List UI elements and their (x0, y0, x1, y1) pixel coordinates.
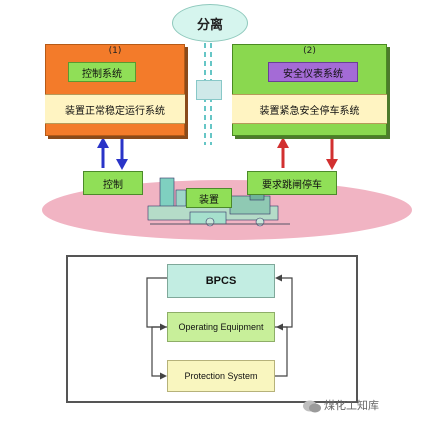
panel-left-number: (1) (108, 46, 122, 56)
operating-equipment-box: Operating Equipment (167, 312, 275, 342)
separation-label: 分离 (172, 4, 248, 42)
plant-illustration (147, 177, 290, 227)
panel-right-number: (2) (303, 46, 316, 56)
watermark-text: 煤化工知库 (324, 399, 379, 412)
emergency-shutdown-box: 装置紧急安全停车系统 (232, 94, 387, 124)
sis-box: 安全仪表系统 (268, 62, 358, 82)
control-system-box: 控制系统 (68, 62, 136, 82)
separation-chip (196, 80, 222, 100)
control-box: 控制 (83, 171, 143, 195)
wechat-icon (302, 398, 322, 413)
stable-operation-box: 装置正常稳定运行系统 (45, 94, 185, 124)
trip-request-box: 要求跳闸停车 (247, 171, 337, 195)
equipment-box: 装置 (186, 188, 232, 208)
protection-system-box: Protection System (167, 360, 275, 392)
control-arrows (97, 137, 128, 170)
diagram-connectors (97, 34, 338, 170)
trip-arrows (277, 137, 338, 170)
bpcs-box: BPCS (167, 264, 275, 298)
